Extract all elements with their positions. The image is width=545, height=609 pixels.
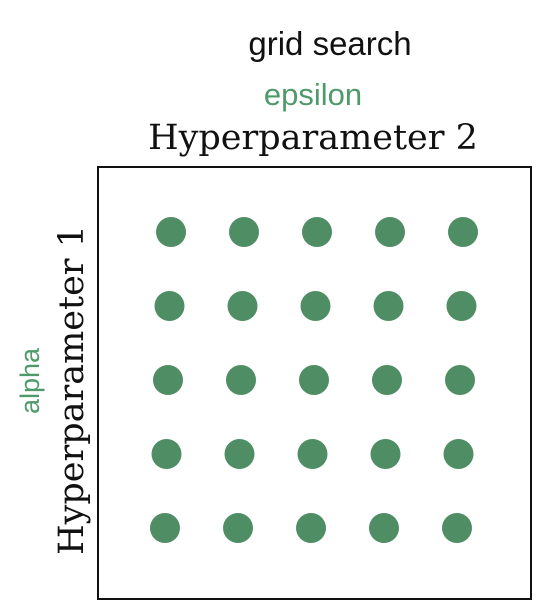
left-axis-label: Hyperparameter 1 xyxy=(52,225,92,555)
top-axis-label: Hyperparameter 2 xyxy=(148,118,478,158)
top-param-name: epsilon xyxy=(263,77,363,112)
diagram-title: grid search xyxy=(248,25,412,62)
search-space-frame xyxy=(97,166,532,600)
left-param-name: alpha xyxy=(15,347,45,415)
